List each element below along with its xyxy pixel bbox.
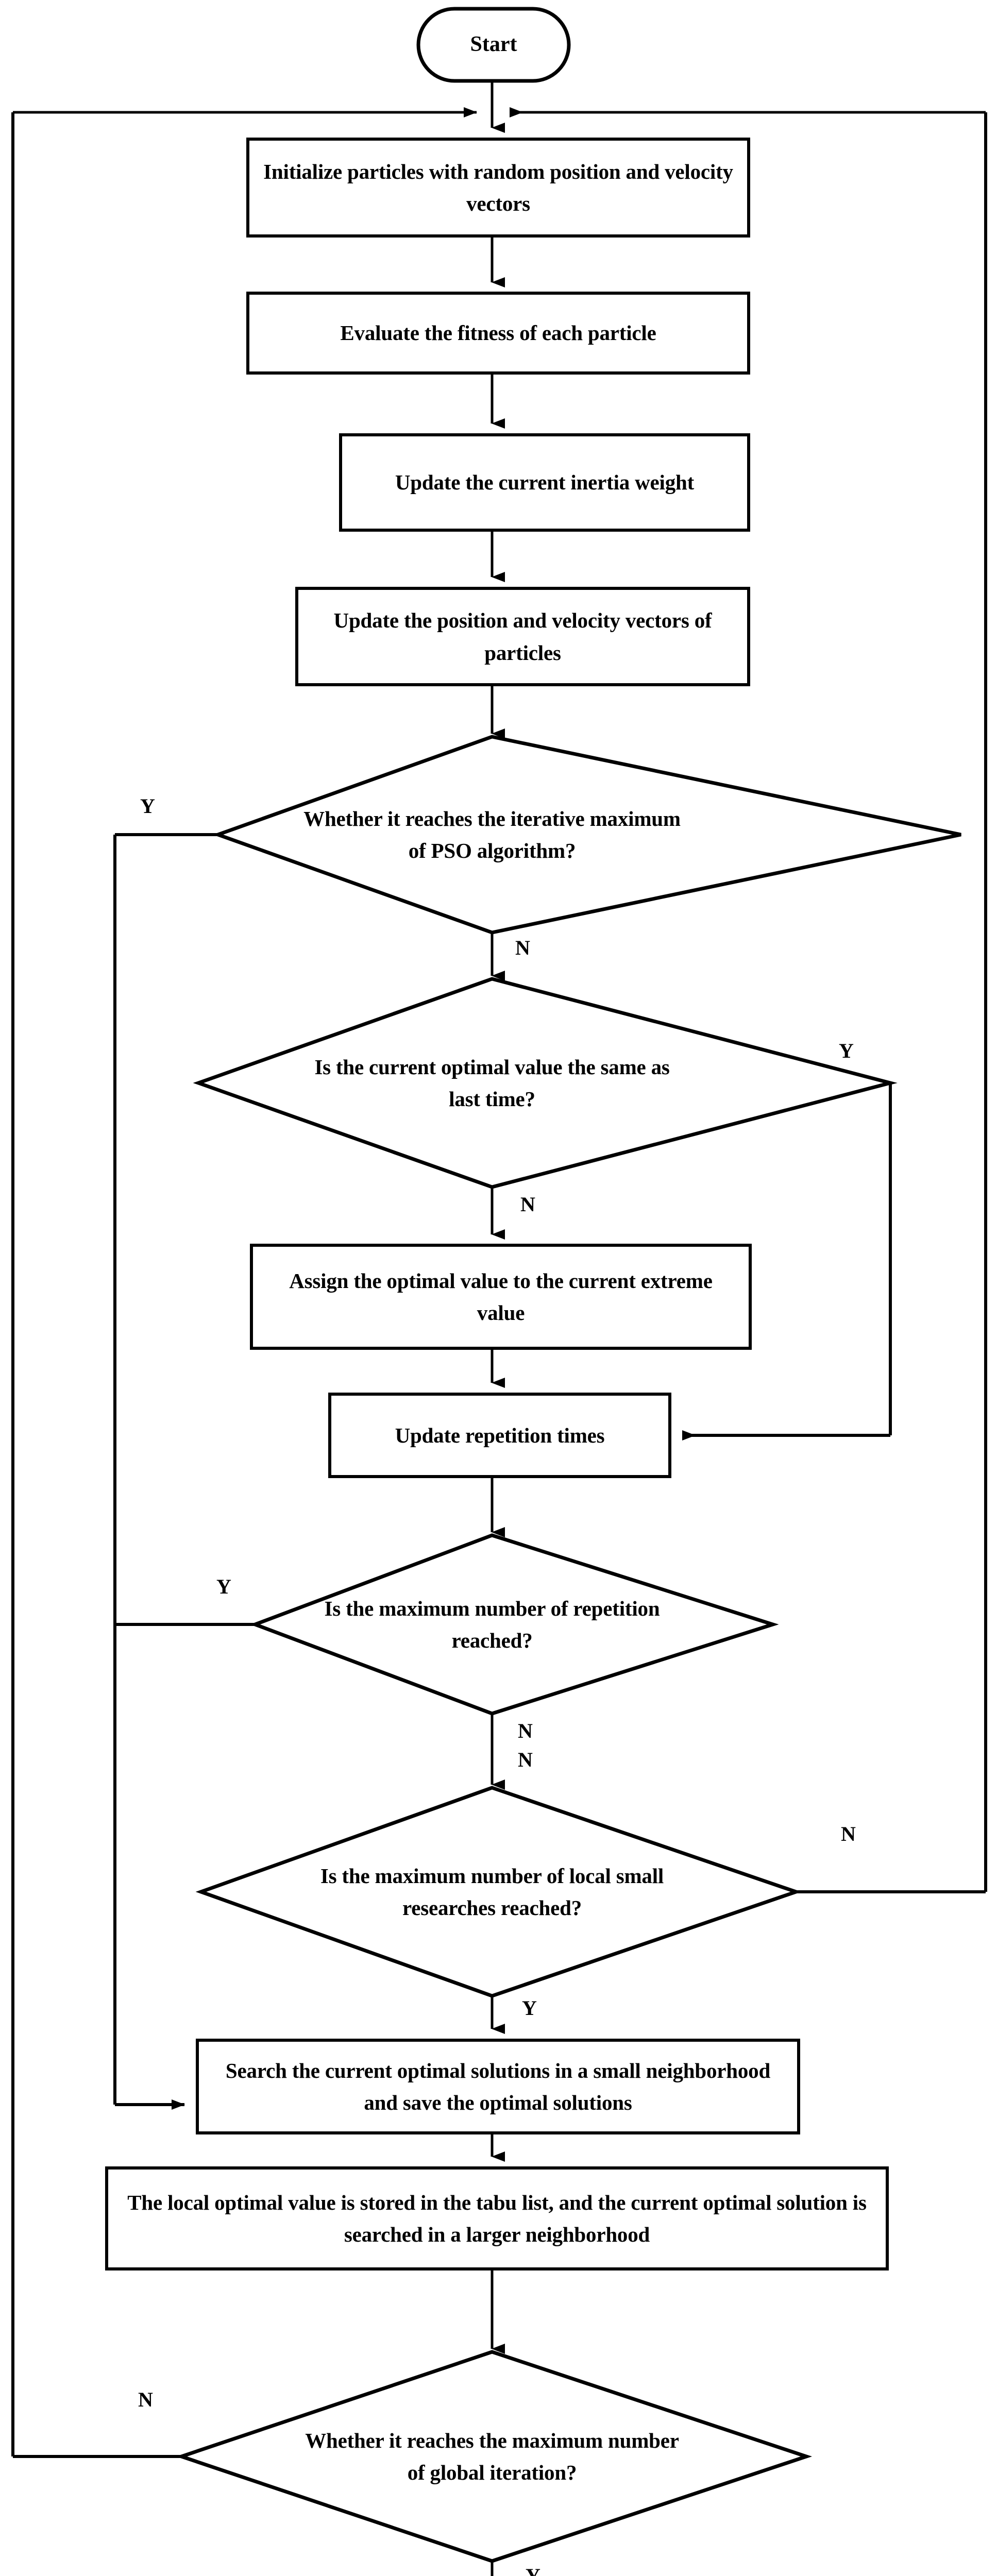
update-pv-box-shape xyxy=(295,587,750,686)
branch-label-rep-max-yes: Y xyxy=(216,1575,231,1598)
branch-label-local-max-no-right: N xyxy=(841,1822,856,1845)
branch-label-pso-max-no: N xyxy=(515,936,530,959)
start-terminator-shape xyxy=(416,7,571,83)
local-max-diamond-shape xyxy=(195,1786,802,1998)
search-small-box-shape xyxy=(196,2039,800,2134)
branch-label-local-max-yes: Y xyxy=(522,1996,537,2020)
same-value-diamond-shape xyxy=(193,977,898,1189)
inertia-box-shape xyxy=(339,433,750,532)
update-rep-box-shape xyxy=(328,1393,671,1478)
pso-max-diamond-shape xyxy=(212,735,961,935)
evaluate-box-shape xyxy=(246,292,750,375)
branch-label-pso-max-yes: Y xyxy=(140,794,155,818)
branch-label-global-max-no: N xyxy=(138,2388,153,2411)
branch-label-local-max-no-top: N xyxy=(518,1748,533,1771)
branch-label-rep-max-no: N xyxy=(518,1719,533,1742)
branch-label-same-value-no: N xyxy=(520,1193,535,1216)
tabu-store-box-shape xyxy=(105,2166,889,2270)
branch-label-global-max-yes: Y xyxy=(526,2564,540,2576)
init-box-shape xyxy=(246,138,750,238)
global-max-diamond-shape xyxy=(176,2350,813,2563)
assign-extreme-box-shape xyxy=(250,1244,752,1350)
rep-max-diamond-shape xyxy=(250,1533,779,1716)
branch-label-same-value-yes: Y xyxy=(839,1039,854,1062)
